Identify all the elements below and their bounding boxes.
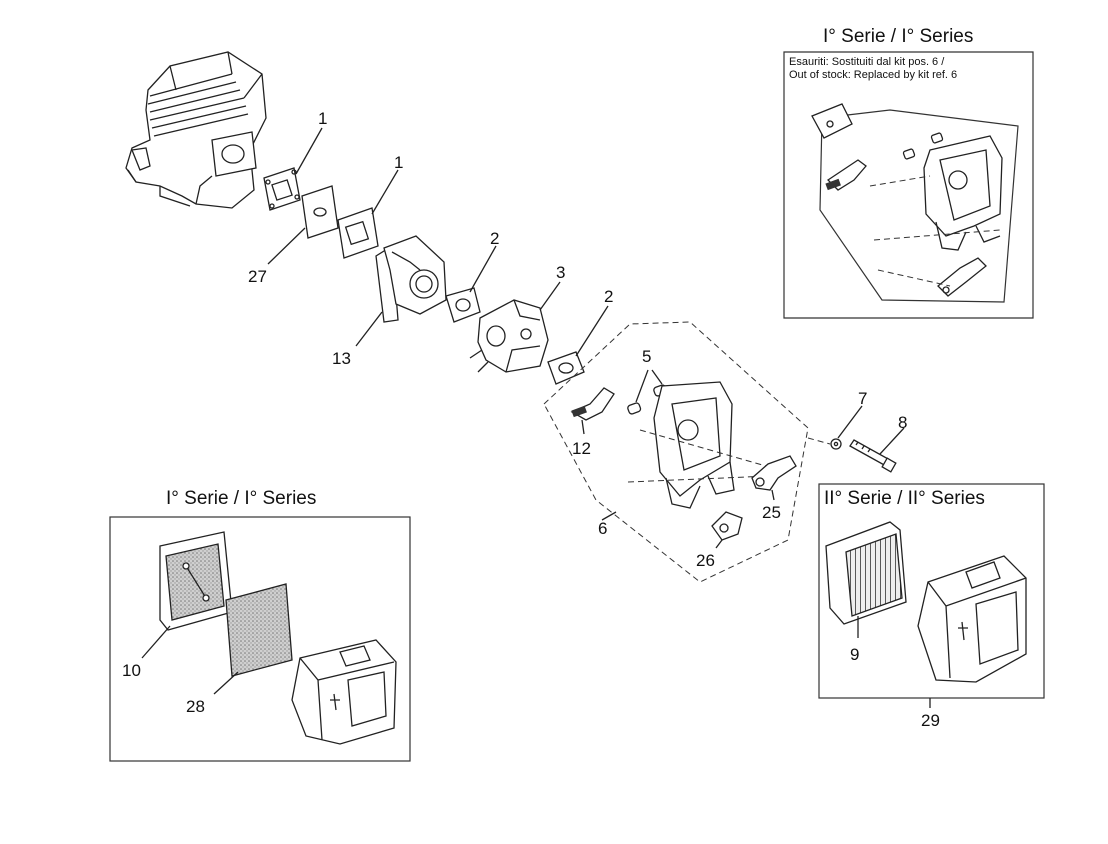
panel-top-right-frame xyxy=(783,51,1034,319)
link-icon xyxy=(751,455,797,491)
callout-7: 7 xyxy=(858,389,867,408)
panel-title-bottom-left: I° Serie / I° Series xyxy=(166,488,316,509)
foam-filter-icon xyxy=(225,583,293,677)
panel-bottom-right-frame xyxy=(818,483,1045,699)
callout-5: 5 xyxy=(642,347,651,366)
callout-1-lower: 1 xyxy=(394,153,403,172)
callout-3: 3 xyxy=(556,263,565,282)
washer-icon xyxy=(830,438,842,450)
lever-icon xyxy=(570,387,615,421)
engine-cylinder-icon xyxy=(125,51,267,209)
bolt-icon xyxy=(849,439,897,473)
link-icon xyxy=(711,511,743,541)
callout-8: 8 xyxy=(898,413,907,432)
callout-1-upper: 1 xyxy=(318,109,327,128)
gasket-icon xyxy=(547,351,585,385)
airbox-kit-outline xyxy=(543,321,809,583)
air-box-icon xyxy=(627,381,781,509)
plate-icon xyxy=(301,185,339,239)
panel-note-line1: Esauriti: Sostituiti dal kit pos. 6 / xyxy=(789,56,945,68)
panel-title-top-right: I° Serie / I° Series xyxy=(823,26,973,47)
gasket-icon xyxy=(263,167,301,211)
callout-2a: 2 xyxy=(490,229,499,248)
callout-26: 26 xyxy=(696,551,715,570)
panel-title-bottom-right: II° Serie / II° Series xyxy=(824,488,985,509)
callout-13: 13 xyxy=(332,349,351,368)
gasket-icon xyxy=(337,207,379,259)
filter-cover-icon xyxy=(291,639,397,745)
callout-29: 29 xyxy=(921,711,940,730)
callout-27: 27 xyxy=(248,267,267,286)
callout-25: 25 xyxy=(762,503,781,522)
callout-6: 6 xyxy=(598,519,607,538)
gasket-icon xyxy=(445,287,481,323)
filter-cover-icon xyxy=(917,555,1027,683)
top-right-kit-parts xyxy=(811,103,1019,303)
manifold-icon xyxy=(375,235,447,323)
carburetor-icon xyxy=(469,299,549,373)
paper-filter-icon xyxy=(825,521,907,625)
callout-12: 12 xyxy=(572,439,591,458)
callout-2b: 2 xyxy=(604,287,613,306)
panel-bottom-left-frame xyxy=(109,516,411,762)
callout-9: 9 xyxy=(850,645,859,664)
panel-note-line2: Out of stock: Replaced by kit ref. 6 xyxy=(789,69,957,81)
callout-10: 10 xyxy=(122,661,141,680)
foam-filter-icon xyxy=(159,531,233,631)
callout-28: 28 xyxy=(186,697,205,716)
